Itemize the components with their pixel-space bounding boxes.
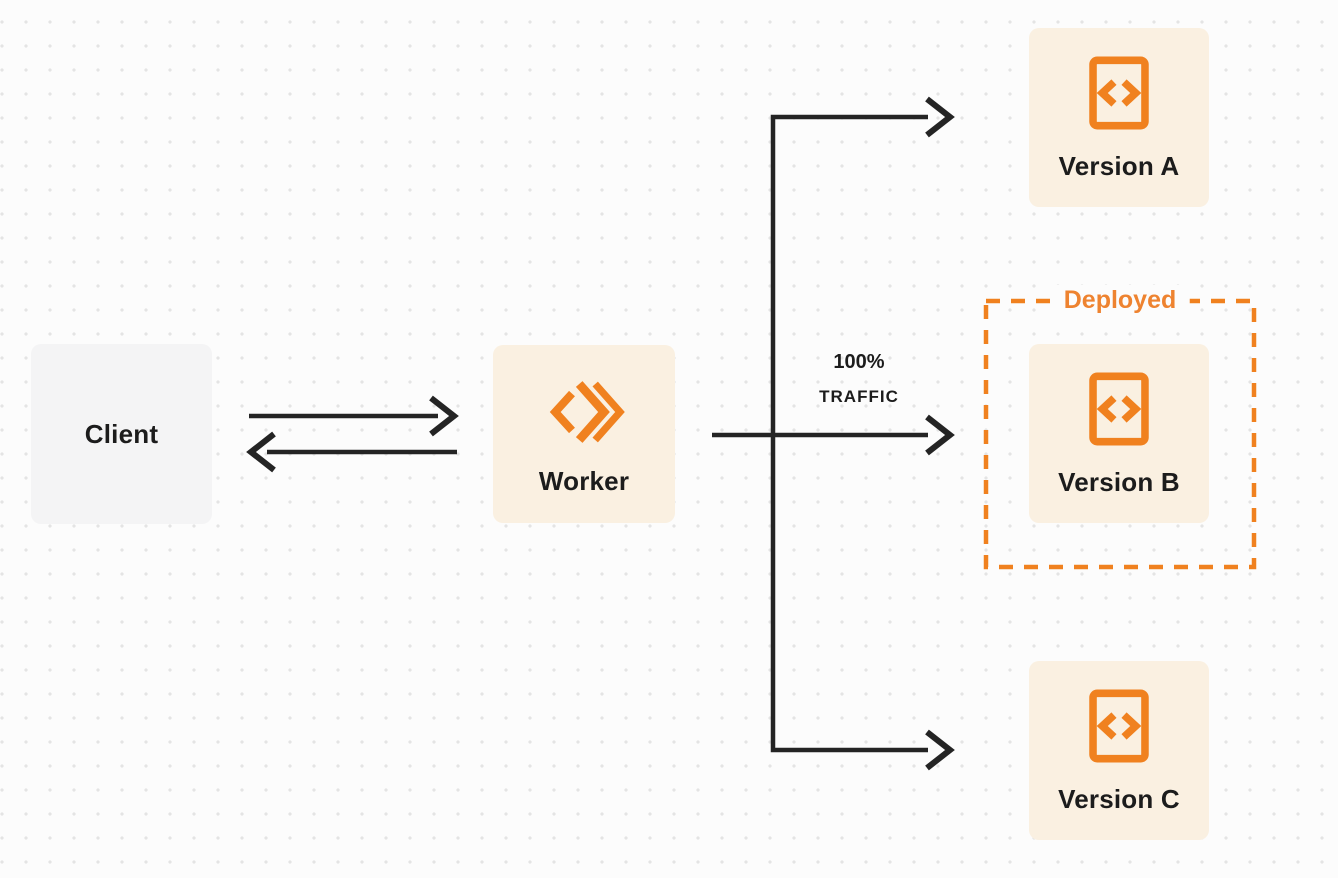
client-label: Client xyxy=(84,418,159,449)
version-a-label: Version A xyxy=(1058,151,1180,181)
version-b-node: Version B xyxy=(1029,344,1209,523)
edge-arrow-version-a xyxy=(925,96,955,138)
traffic-percent-label: 100% xyxy=(833,351,885,373)
cloudflare-workers-logo-icon xyxy=(549,380,625,443)
version-c-label: Version C xyxy=(1058,784,1180,814)
edge-fanout-trunk xyxy=(770,114,928,753)
deployed-group-label: Deployed xyxy=(1050,285,1190,316)
version-c-node: Version C xyxy=(1029,661,1209,840)
code-file-icon xyxy=(1089,689,1149,763)
edge-worker-to-version-b xyxy=(712,414,955,456)
worker-node: Worker xyxy=(493,345,675,523)
worker-label: Worker xyxy=(538,465,630,496)
client-node: Client xyxy=(31,344,212,524)
edge-client-to-worker xyxy=(249,395,459,437)
traffic-word-label: TRAFFIC xyxy=(819,387,899,406)
version-a-node: Version A xyxy=(1029,28,1209,207)
code-file-icon xyxy=(1089,372,1149,446)
code-file-icon xyxy=(1089,56,1149,130)
edge-arrow-version-c xyxy=(925,729,955,771)
version-b-label: Version B xyxy=(1058,467,1180,497)
edge-worker-to-client xyxy=(246,431,457,473)
